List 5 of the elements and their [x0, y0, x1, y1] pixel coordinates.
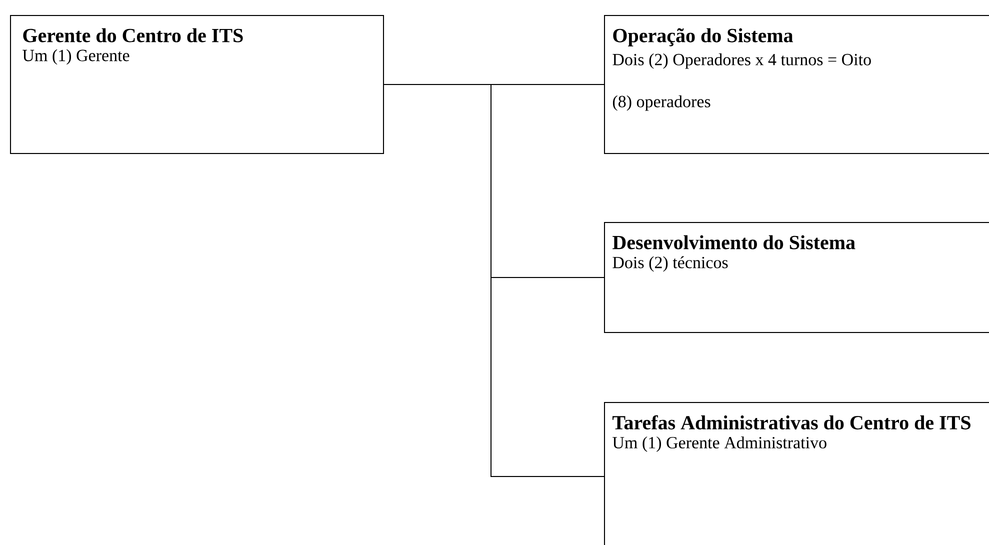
connector-line — [384, 84, 604, 477]
org-box: Desenvolvimento do Sistema Dois (2) técnicos — [604, 222, 989, 333]
org-box: Tarefas Administrativas do Centro de ITS Um (1) Gerente Administrativo — [604, 402, 989, 545]
org-box: Operação do Sistema Dois (2) Operadores x 4 turnos = Oito (8) operadores — [604, 15, 989, 154]
org-box: Gerente do Centro de ITS Um (1) Gerente — [10, 15, 384, 154]
